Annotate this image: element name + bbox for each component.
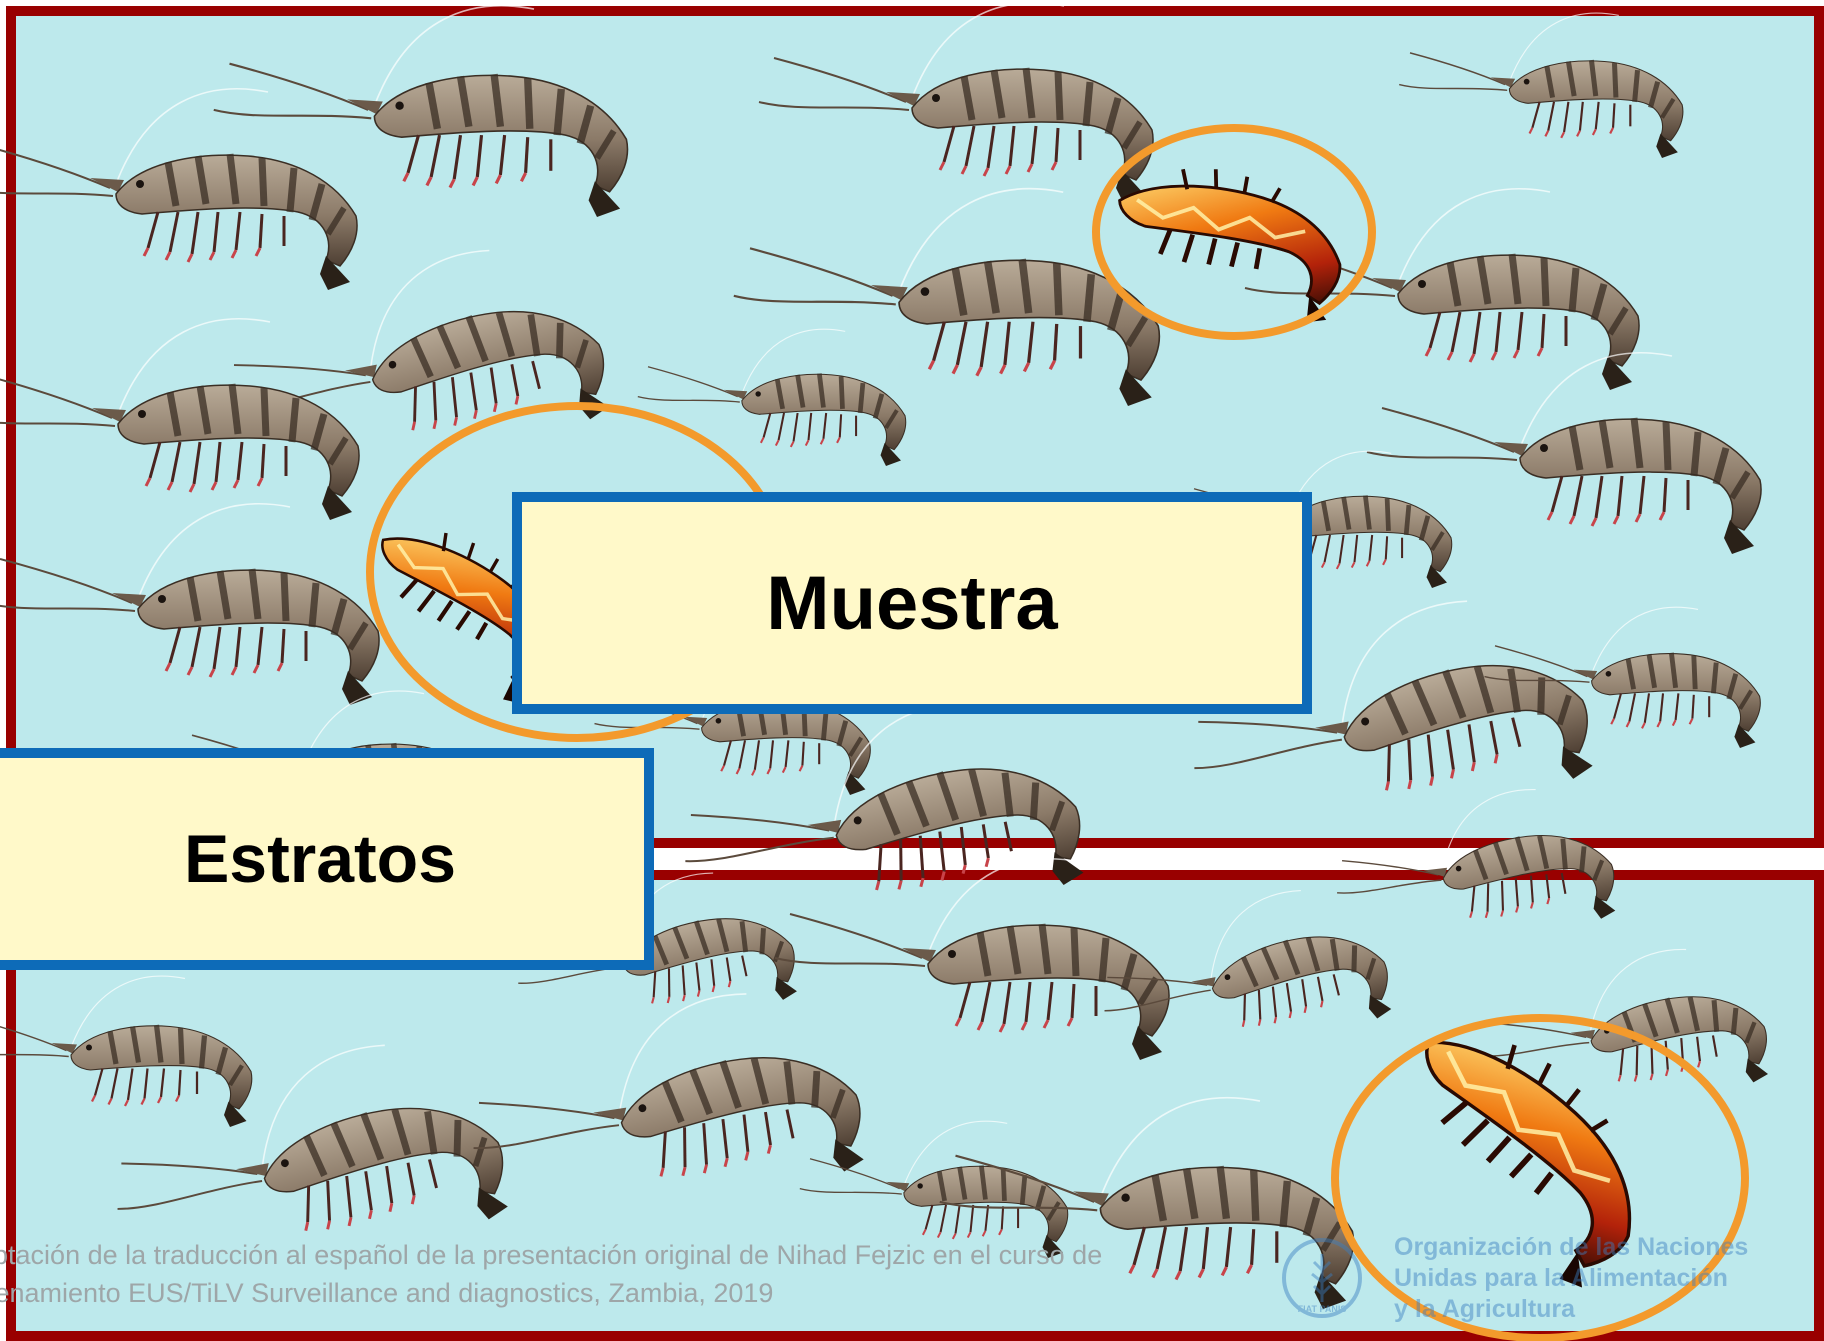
sample-label-box: Muestra: [512, 492, 1312, 714]
sample-label: Muestra: [766, 560, 1057, 647]
credit-line-1: aptación de la traducción al español de …: [0, 1236, 1240, 1274]
fao-logo-line-1: Organización de las Naciones: [1394, 1232, 1748, 1263]
fao-logo: FIAT PANIS Organización de las Naciones …: [1272, 1228, 1762, 1328]
fao-emblem-text: FIAT PANIS: [1298, 1304, 1347, 1314]
strata-label: Estratos: [184, 820, 456, 898]
fao-logo-line-2: Unidas para la Alimentación: [1394, 1263, 1748, 1294]
stratum-top: [6, 6, 1824, 848]
strata-label-box: Estratos: [0, 748, 654, 970]
fao-logo-line-3: y la Agricultura: [1394, 1294, 1748, 1325]
credit-line-2: trenamiento EUS/TiLV Surveillance and di…: [0, 1274, 1240, 1312]
fao-emblem-icon: FIAT PANIS: [1280, 1236, 1364, 1320]
fao-logo-text: Organización de las Naciones Unidas para…: [1394, 1232, 1748, 1325]
credit-note: aptación de la traducción al español de …: [0, 1236, 1240, 1312]
